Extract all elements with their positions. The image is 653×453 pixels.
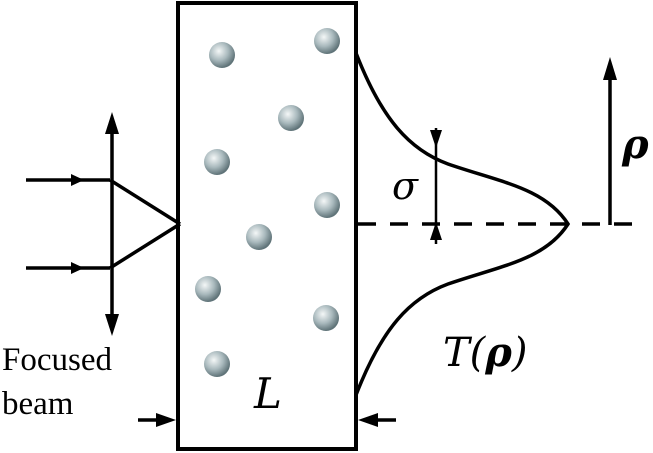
focused-beam-label-line2: beam bbox=[2, 386, 74, 422]
particles bbox=[195, 28, 340, 377]
arrow-up-icon bbox=[603, 57, 617, 80]
particle-sphere-icon bbox=[314, 192, 340, 218]
particle-sphere-icon bbox=[209, 42, 235, 68]
particle-sphere-icon bbox=[278, 105, 304, 131]
particle-sphere-icon bbox=[204, 149, 230, 175]
particle-sphere-icon bbox=[313, 305, 339, 331]
particle-sphere-icon bbox=[314, 28, 340, 54]
arrow-down-icon bbox=[430, 130, 442, 148]
focused-beam-label-line1: Focused bbox=[2, 342, 112, 378]
arrow-left-icon bbox=[358, 413, 378, 427]
sigma-label: σ bbox=[392, 164, 419, 208]
arrow-right-icon bbox=[71, 174, 84, 186]
transmission-label: T(ρ) bbox=[443, 329, 528, 376]
arrow-up-icon bbox=[105, 112, 119, 134]
particle-sphere-icon bbox=[246, 224, 272, 250]
particle-sphere-icon bbox=[195, 276, 221, 302]
arrow-right-icon bbox=[156, 413, 176, 427]
arrow-up-icon bbox=[430, 222, 442, 240]
arrow-right-icon bbox=[71, 262, 84, 274]
rho-axis-label: ρ bbox=[621, 121, 649, 168]
particle-sphere-icon bbox=[204, 351, 230, 377]
arrow-down-icon bbox=[105, 314, 119, 336]
length-label: L bbox=[253, 369, 282, 418]
focused-beam bbox=[26, 178, 181, 270]
